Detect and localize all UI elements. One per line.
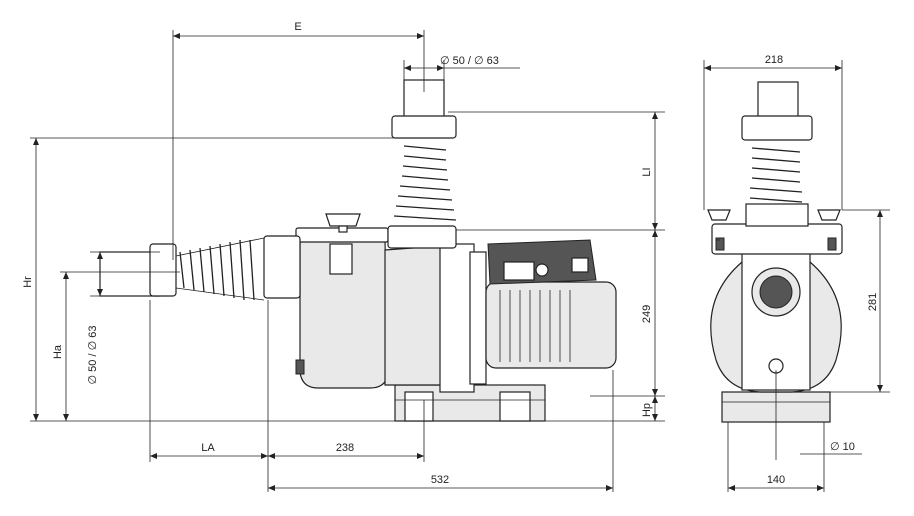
front-discharge [741,81,813,227]
label-hr: Hr [22,276,34,288]
label-218: 218 [765,54,783,66]
label-140: 140 [767,474,785,486]
label-532: 532 [431,474,449,486]
suction-inlet [99,235,301,301]
front-arrowheads [704,65,883,491]
label-diam10: ∅ 10 [830,441,855,453]
side-dimension-lines [35,35,613,489]
motor [485,239,617,369]
front-extension-lines [703,60,890,492]
label-diam-top: ∅ 50 / ∅ 63 [440,55,499,67]
side-view [30,30,665,492]
label-e: E [294,21,301,33]
front-view [703,60,890,492]
discharge-outlet [387,79,457,249]
label-la: LA [201,442,215,454]
discharge-hose-ribs [393,145,457,221]
label-ha: Ha [52,344,64,359]
motor-cooling-fins [499,290,571,362]
pump-housing [384,243,487,393]
label-hp: Hp [641,403,653,417]
label-249: 249 [641,305,653,323]
strainer-pot [295,213,389,389]
side-arrowheads [33,33,658,491]
label-diam-side: ∅ 50 / ∅ 63 [87,326,99,385]
label-238: 238 [336,442,354,454]
front-dimension-lines [704,67,881,489]
label-281: 281 [867,293,879,311]
suction-hose-ribs [179,239,255,301]
dimension-labels: E ∅ 50 / ∅ 63 218 Hr LI Ha ∅ 50 / ∅ 63 2… [22,21,879,486]
label-li: LI [641,167,653,176]
side-extension-lines [30,30,665,492]
front-pump-body [707,209,843,393]
